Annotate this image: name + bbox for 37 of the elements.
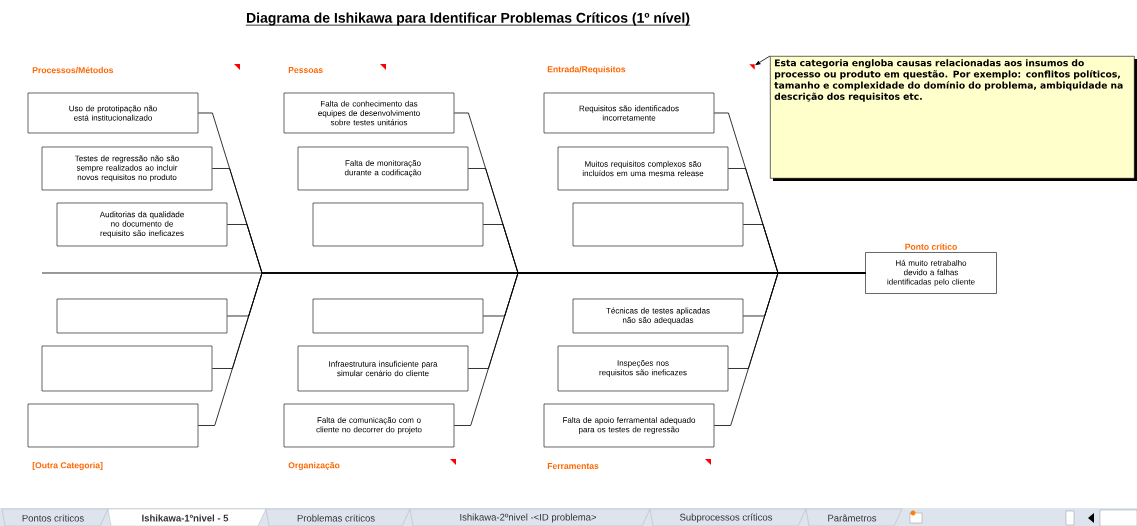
cause-box: Inspeções nos requisitos são ineficazes bbox=[557, 345, 729, 392]
sheet-tab: Ishikawa-1ºnivel - 5 bbox=[107, 508, 267, 526]
cause-box bbox=[312, 298, 484, 334]
effect-heading: Ponto crítico bbox=[905, 243, 957, 250]
title: Diagrama de Ishikawa para Identificar Problemas Críticos (1º nível) bbox=[245, 12, 691, 26]
cause-box: Falta de comunicação com o cliente no decorrer do projeto bbox=[283, 403, 455, 448]
cause-box: Falta de conhecimento das equipes de desenvolvimento sobre testes unitários bbox=[283, 92, 455, 134]
cause-box bbox=[572, 202, 744, 247]
cause-box bbox=[41, 345, 213, 392]
sheet-tab: Ishikawa-2ºnivel -<ID problema> bbox=[409, 508, 651, 526]
comment-note: Esta categoria engloba causas relacionadas aos insumos do processo ou produto em questão. Por exemplo: conflitos políticos, tamanho e complexidade do domínio do problema, ambiquidade na descrição dos requisitos etc. bbox=[770, 56, 1137, 181]
sheet-tab: Pontos críticos bbox=[1, 508, 109, 526]
cause-box: Falta de apoio ferramental adequado para os testes de regressão bbox=[543, 403, 715, 448]
callout-arrow bbox=[755, 55, 771, 66]
category-heading: [Outra Categoria] bbox=[32, 461, 103, 470]
cause-box: Infraestrutura insuficiente para simular cenário do cliente bbox=[297, 345, 469, 392]
fishbone-line bbox=[713, 272, 866, 426]
category-heading: Entrada/Requisitos bbox=[547, 66, 626, 74]
sheet-tab: Problemas críticos bbox=[265, 508, 411, 526]
cause-box bbox=[56, 298, 228, 334]
cause-box: Requisitos são identificados incorretamente bbox=[543, 92, 715, 134]
cause-box: Falta de monitoração durante a codificação bbox=[297, 146, 469, 191]
cause-box: Técnicas de testes aplicadas não são adequadas bbox=[572, 298, 744, 334]
cause-box: Testes de regressão não são sempre realizados ao incluir novos requisitos no produto bbox=[41, 146, 213, 191]
category-heading: Pessoas bbox=[288, 67, 323, 73]
cause-box: Uso de prototipação não está institucionalizado bbox=[27, 92, 199, 134]
comment-indicator bbox=[749, 64, 755, 70]
effect-box: Há muito retrabalho devido a falhas identificadas pelo cliente bbox=[865, 252, 997, 294]
cause-box bbox=[27, 403, 199, 448]
category-heading: Organização bbox=[288, 461, 340, 470]
cause-box: Muitos requisitos complexos são incluídos em uma mesma release bbox=[557, 146, 729, 191]
sheet-tab: Parâmetros bbox=[805, 508, 903, 526]
category-heading: Ferramentas bbox=[547, 463, 599, 469]
sheet-tab: Subprocessos críticos bbox=[649, 508, 807, 526]
cause-box bbox=[312, 202, 484, 247]
category-heading: Processos/Métodos bbox=[32, 66, 114, 74]
cause-box: Auditorias da qualidade no documento de requisito são ineficazes bbox=[56, 202, 228, 247]
